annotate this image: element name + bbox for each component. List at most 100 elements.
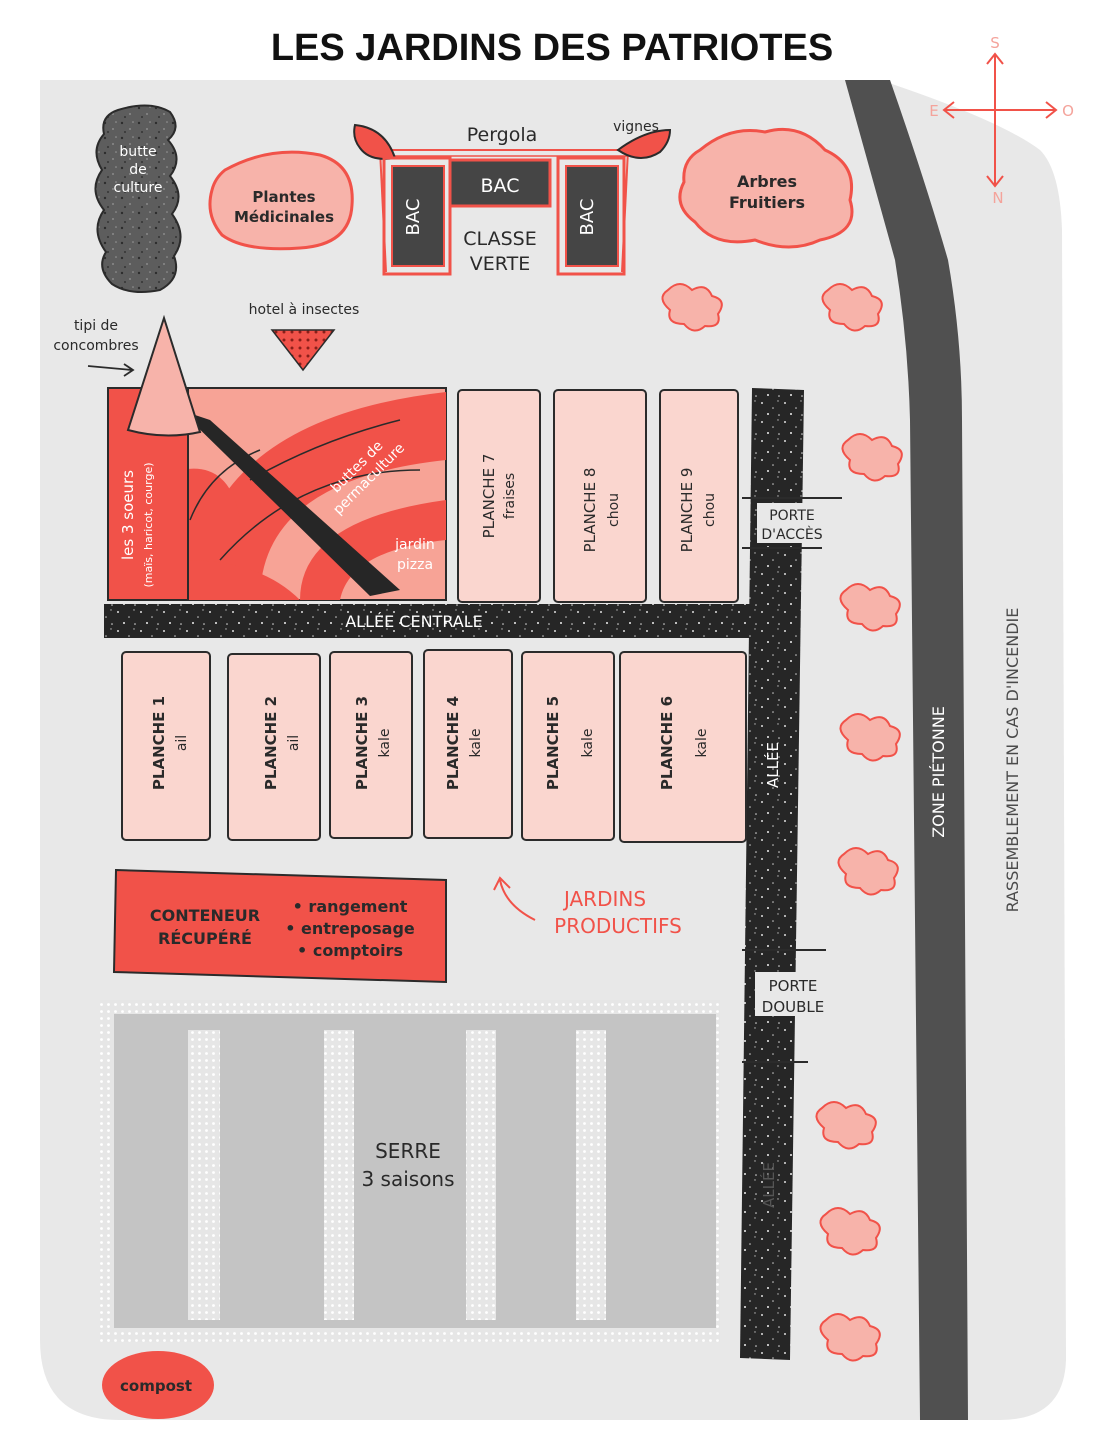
- tree-6: [837, 847, 899, 896]
- planche-8[interactable]: [553, 389, 647, 603]
- planches-top-group: PLANCHE 7 fraises PLANCHE 8 chou PLANCHE…: [457, 389, 739, 603]
- planche-4-crop: kale: [468, 729, 484, 758]
- classe-verte: Pergola vignes BAC BAC BAC CLASSE VERTE: [353, 119, 672, 276]
- planche-8-crop: chou: [606, 493, 622, 527]
- allee-centrale: [104, 604, 754, 638]
- permaculture-block: les 3 soeurs (maïs, haricot, courge) but…: [107, 314, 447, 601]
- planche-3-name: PLANCHE 3: [353, 696, 371, 790]
- serre-label-2: 3 saisons: [361, 1167, 454, 1191]
- butte-label-1: butte: [119, 144, 156, 160]
- planche-3[interactable]: [329, 651, 413, 839]
- allee-label: ALLÉE: [763, 742, 782, 788]
- planche-5-name: PLANCHE 5: [544, 696, 562, 790]
- planche-4-name: PLANCHE 4: [444, 696, 462, 790]
- planche-2-crop: ail: [286, 735, 302, 751]
- planche-9[interactable]: [659, 389, 739, 603]
- compost-zone: [102, 1351, 214, 1419]
- rassemblement-label: RASSEMBLEMENT EN CAS D'INCENDIE: [1003, 608, 1022, 913]
- pizza-label-2: pizza: [397, 557, 433, 573]
- pizza-label-1: jardin: [394, 537, 435, 553]
- planche-1[interactable]: [121, 651, 211, 841]
- planche-2-name: PLANCHE 2: [262, 696, 280, 790]
- planche-7[interactable]: [457, 389, 541, 603]
- tree-7: [815, 1101, 877, 1150]
- porte-double-label-1: PORTE: [769, 977, 818, 995]
- planche-1-crop: ail: [174, 735, 190, 751]
- tree-2: [821, 283, 883, 332]
- compost-label: compost: [120, 1377, 192, 1395]
- plantes-medicinales-zone: [208, 150, 354, 251]
- tipi-arrow: [87, 363, 135, 377]
- compass-rose: [942, 52, 1058, 188]
- tree-1: [661, 283, 723, 332]
- planche-7-crop: fraises: [502, 473, 518, 519]
- classe-label-2: VERTE: [470, 253, 530, 275]
- arbres-fruitiers-zone: [678, 127, 854, 249]
- vignes-label: vignes: [613, 119, 659, 135]
- plantes-label-2: Médicinales: [234, 208, 334, 226]
- productifs-arrow: [493, 876, 536, 921]
- tree-4: [839, 583, 901, 632]
- tree-3: [841, 433, 903, 482]
- hotel-label: hotel à insectes: [249, 302, 360, 318]
- compass-west: O: [1062, 102, 1074, 120]
- planche-4[interactable]: [423, 649, 513, 839]
- bac-right-label: BAC: [577, 199, 598, 236]
- conteneur-item-1: • rangement: [293, 897, 408, 916]
- planche-5[interactable]: [521, 651, 615, 841]
- plantes-label-1: Plantes: [252, 188, 315, 206]
- tipi-label-1: tipi de: [74, 318, 118, 334]
- planches-bottom-group: PLANCHE 1 ail PLANCHE 2 ail PLANCHE 3 ka…: [121, 649, 747, 843]
- soeurs-detail-label: (maïs, haricot, courge): [142, 462, 155, 587]
- zone-pietonne-label: ZONE PIÉTONNE: [929, 706, 948, 838]
- arbres-label-2: Fruitiers: [729, 193, 805, 212]
- conteneur-label-1: CONTENEUR: [150, 906, 260, 925]
- arbres-label-1: Arbres: [737, 172, 797, 191]
- butte-label-3: culture: [114, 180, 163, 196]
- conteneur-recupere: [112, 868, 447, 984]
- planche-1-name: PLANCHE 1: [150, 696, 168, 790]
- compass-east: E: [929, 102, 938, 120]
- compass-north: N: [992, 189, 1003, 207]
- butte-de-culture: [94, 104, 182, 293]
- tipi-label-2: concombres: [53, 338, 138, 354]
- planche-8-name: PLANCHE 8: [581, 468, 599, 553]
- allee-centrale-label: ALLÉE CENTRALE: [345, 612, 483, 631]
- allee-verticale: [740, 388, 804, 1360]
- porte-acces-label-2: D'ACCÈS: [761, 526, 822, 543]
- tree-5: [839, 713, 901, 762]
- conteneur-label-2: RÉCUPÉRÉ: [158, 929, 252, 948]
- tree-9: [819, 1313, 881, 1362]
- planche-6[interactable]: [619, 651, 747, 843]
- soeurs-label: les 3 soeurs: [119, 470, 137, 560]
- planche-7-name: PLANCHE 7: [480, 454, 498, 539]
- planche-5-crop: kale: [580, 729, 596, 758]
- porte-acces-bg: [757, 503, 829, 543]
- planche-6-name: PLANCHE 6: [658, 696, 676, 790]
- planche-2[interactable]: [227, 653, 321, 841]
- zone-pietonne-road: [845, 80, 968, 1420]
- trees: [661, 283, 903, 1362]
- tipi-concombres: [126, 314, 202, 437]
- hotel-insectes: [270, 329, 336, 372]
- porte-double-label-2: DOUBLE: [762, 998, 824, 1016]
- butte-label-2: de: [129, 162, 147, 178]
- bac-top-label: BAC: [481, 175, 520, 197]
- serre-3-saisons: SERRE 3 saisons: [100, 1000, 720, 1342]
- compass-south: S: [990, 34, 1000, 52]
- conteneur-item-2: • entreposage: [285, 919, 415, 938]
- classe-label-1: CLASSE: [463, 228, 536, 250]
- bac-left-label: BAC: [403, 199, 424, 236]
- porte-acces-label-1: PORTE: [769, 508, 815, 524]
- planche-9-crop: chou: [702, 493, 718, 527]
- productifs-label-1: JARDINS: [562, 887, 646, 911]
- planche-6-crop: kale: [694, 729, 710, 758]
- planche-3-crop: kale: [377, 729, 393, 758]
- page-title: LES JARDINS DES PATRIOTES: [271, 27, 833, 69]
- porte-double-bg: [755, 972, 831, 1016]
- allee-label-faint: ALLÉE: [759, 1162, 778, 1208]
- conteneur-item-3: • comptoirs: [297, 941, 403, 960]
- serre-label-1: SERRE: [375, 1139, 441, 1163]
- pergola-label: Pergola: [467, 124, 538, 146]
